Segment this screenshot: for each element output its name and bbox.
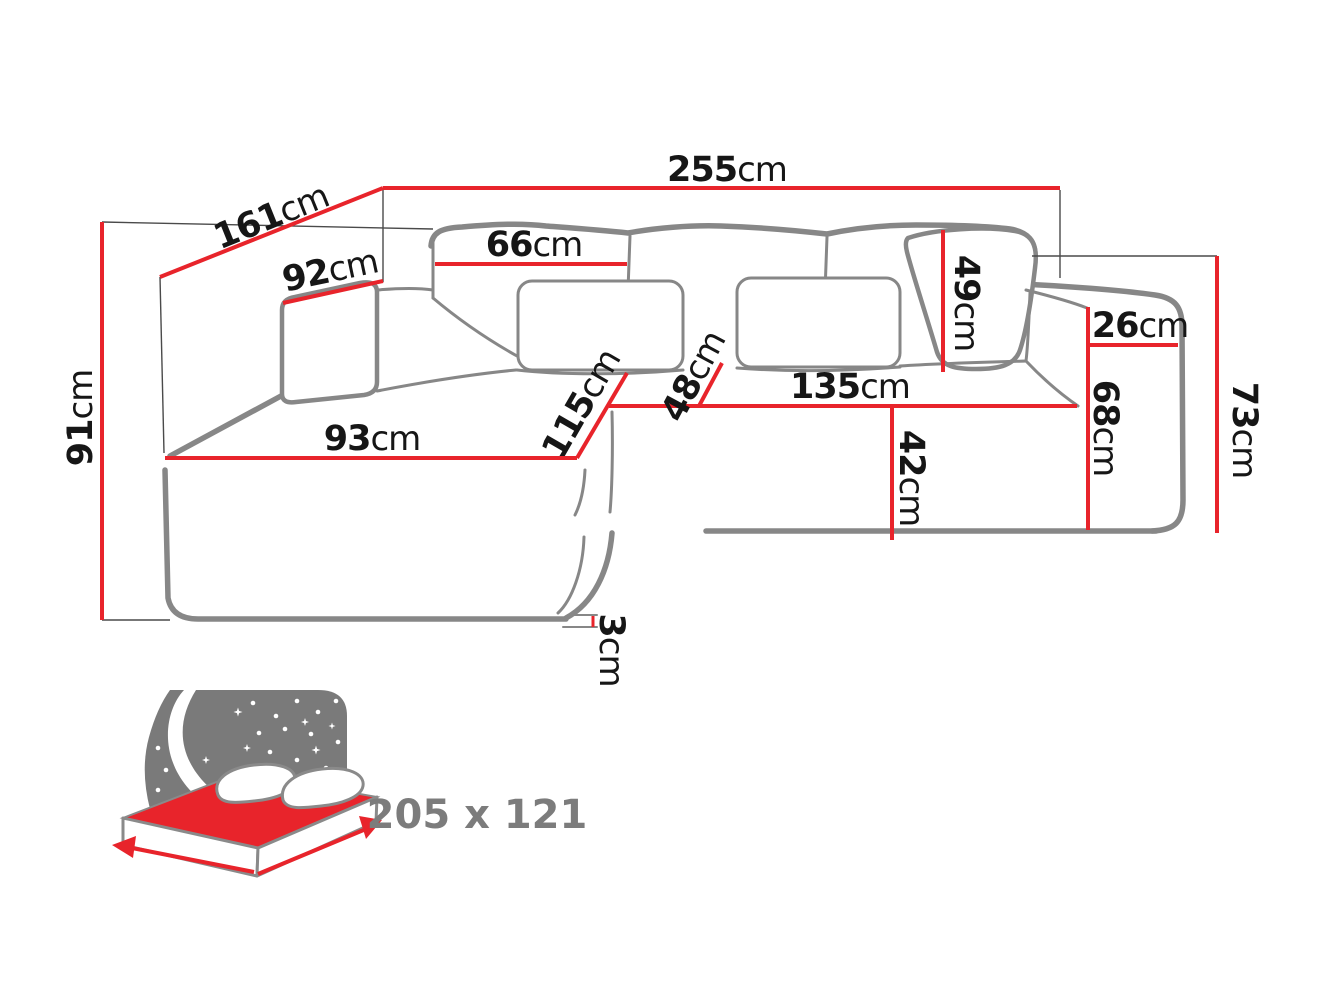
dimension-label-back-cushion-width: 66cm	[486, 225, 583, 265]
seat-right-corner	[1024, 359, 1080, 408]
dimension-label-arm-back-depth: 92cm	[279, 241, 382, 300]
right-armrest-outline	[1019, 281, 1186, 534]
dimension-label-chaise-length: 93cm	[324, 419, 421, 459]
dimension-chaise-length: 93cm	[165, 419, 577, 460]
foot-curve	[563, 530, 615, 621]
moon-crescent	[167, 690, 234, 808]
extension-lines	[101, 190, 1217, 621]
dimension-armrest-top-width: 26cm	[1088, 306, 1189, 347]
foot-inner-line	[556, 535, 586, 615]
chaise-seat-edge	[375, 368, 518, 393]
dimension-back-cushion-height: 49cm	[941, 230, 986, 372]
left-armrest-outline	[279, 280, 380, 405]
dimension-seat-front-height: 42cm	[890, 406, 931, 540]
right-armrest-top-edge	[1024, 288, 1089, 310]
dimension-right-side-height: 73cm	[1215, 256, 1264, 533]
chaise-outline	[162, 467, 569, 622]
chaise-corner-line-1	[608, 410, 614, 514]
dimension-armrest-height: 68cm	[1085, 307, 1125, 530]
dimension-arm-back-depth: 92cm	[279, 241, 384, 305]
dimension-seat-width: 135cm	[609, 367, 1077, 408]
armrest-top-back-edge	[375, 287, 435, 292]
dimension-label-back-width: 255cm	[667, 150, 787, 190]
seat-pillow-left	[516, 279, 685, 372]
dimension-back-width: 255cm	[383, 150, 1060, 190]
dimension-label-seat-front-height: 42cm	[891, 430, 931, 527]
seat-crease-2	[735, 365, 902, 373]
sleeping-area-size-label: 205 x 121	[367, 792, 588, 838]
dimension-label-seat-width: 135cm	[790, 367, 910, 407]
dimension-total-height: 91cm	[61, 222, 104, 620]
chaise-corner-line-2	[573, 468, 587, 517]
bed-pillow-right	[280, 766, 365, 810]
dimension-label-leg-height: 3cm	[591, 613, 631, 686]
seat-crease-1	[515, 368, 685, 376]
length-arrow	[112, 836, 255, 874]
right-armrest-inner-edge	[1024, 291, 1032, 363]
dimension-label-armrest-height: 68cm	[1085, 380, 1125, 477]
width-arrow	[257, 816, 382, 876]
sleeping-area-icon: 205 x 121	[112, 690, 588, 878]
dimension-label-armrest-top-width: 26cm	[1092, 306, 1189, 346]
seat-crease-3	[898, 359, 1028, 368]
dimension-label-right-side-height: 73cm	[1224, 382, 1264, 479]
dimension-leg-height: 3cm	[591, 613, 631, 686]
dimension-label-total-depth: 161cm	[208, 176, 334, 258]
dimension-label-total-height: 91cm	[61, 370, 101, 467]
dimension-label-back-cushion-height: 49cm	[946, 255, 986, 352]
seat-pillow-right	[735, 276, 902, 369]
sofa-sketch	[162, 221, 1186, 628]
chaise-front-diagonal	[167, 393, 284, 459]
back-crease	[431, 296, 519, 358]
dimension-back-cushion-width: 66cm	[435, 225, 627, 266]
